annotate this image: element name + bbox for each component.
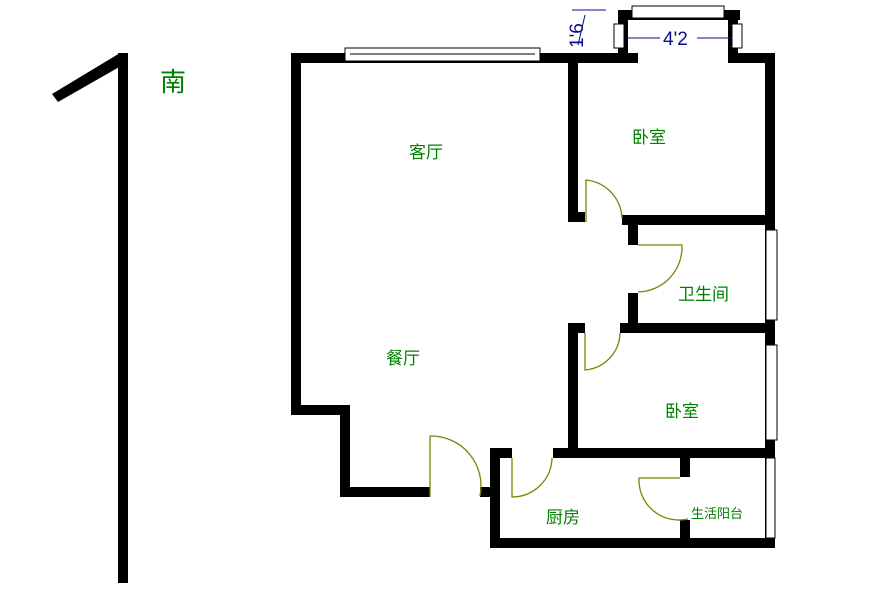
north-arrow: [52, 53, 128, 583]
walls: [291, 10, 775, 548]
room-label-living: 客厅: [409, 143, 443, 163]
depth-dimension: 1'6: [567, 23, 588, 48]
compass-label: 南: [160, 68, 186, 98]
width-dimension: 4'2: [663, 29, 688, 50]
windows: [344, 5, 778, 539]
room-label-bedroom2: 卧室: [665, 402, 699, 422]
room-label-kitchen: 厨房: [546, 508, 580, 528]
room-label-bedroom1: 卧室: [632, 128, 666, 148]
room-label-balcony: 生活阳台: [691, 507, 743, 522]
dimension-lines: [572, 9, 732, 46]
doors: [429, 179, 689, 521]
room-label-bathroom: 卫生间: [678, 285, 729, 305]
room-label-dining: 餐厅: [386, 349, 420, 369]
